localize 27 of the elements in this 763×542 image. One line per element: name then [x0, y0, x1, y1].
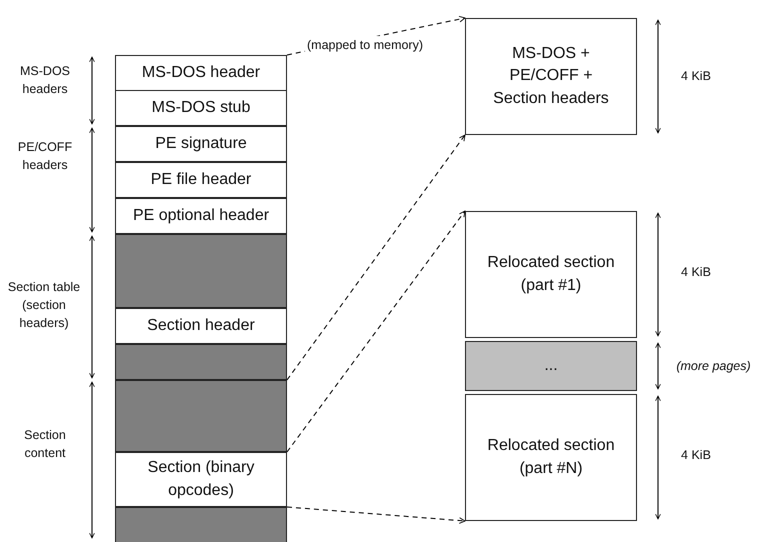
- filler-block: [115, 380, 287, 452]
- dashed-arrow: [286, 506, 466, 524]
- side-label: Section content: [23, 427, 67, 462]
- filler-block: [115, 234, 287, 308]
- memory-page: Relocated section (part #1): [465, 211, 637, 338]
- memory-row: MS-DOS stub: [115, 90, 287, 126]
- memory-row: PE file header: [115, 162, 287, 198]
- side-label: MS-DOS headers: [19, 63, 71, 98]
- memory-row: Section (binary opcodes): [115, 452, 287, 507]
- dashed-arrow: [286, 210, 466, 452]
- memory-page: Relocated section (part #N): [465, 394, 637, 521]
- memory-page: MS-DOS + PE/COFF + Section headers: [465, 18, 637, 135]
- side-label: (more pages): [675, 358, 752, 375]
- filler-block: [115, 344, 287, 380]
- memory-row: MS-DOS header: [115, 55, 287, 91]
- filler-block: [115, 507, 287, 542]
- memory-row: PE signature: [115, 126, 287, 162]
- memory-row: PE optional header: [115, 198, 287, 234]
- side-label: 4 KiB: [680, 447, 712, 464]
- memory-row: Section header: [115, 308, 287, 344]
- side-label: Section table (section headers): [6, 279, 82, 332]
- side-label: PE/COFF headers: [16, 139, 74, 174]
- side-label: 4 KiB: [680, 264, 712, 281]
- memory-page: ...: [465, 341, 637, 391]
- dashed-arrow: [286, 134, 466, 380]
- edge-label: (mapped to memory): [305, 36, 426, 54]
- side-label: 4 KiB: [680, 68, 712, 85]
